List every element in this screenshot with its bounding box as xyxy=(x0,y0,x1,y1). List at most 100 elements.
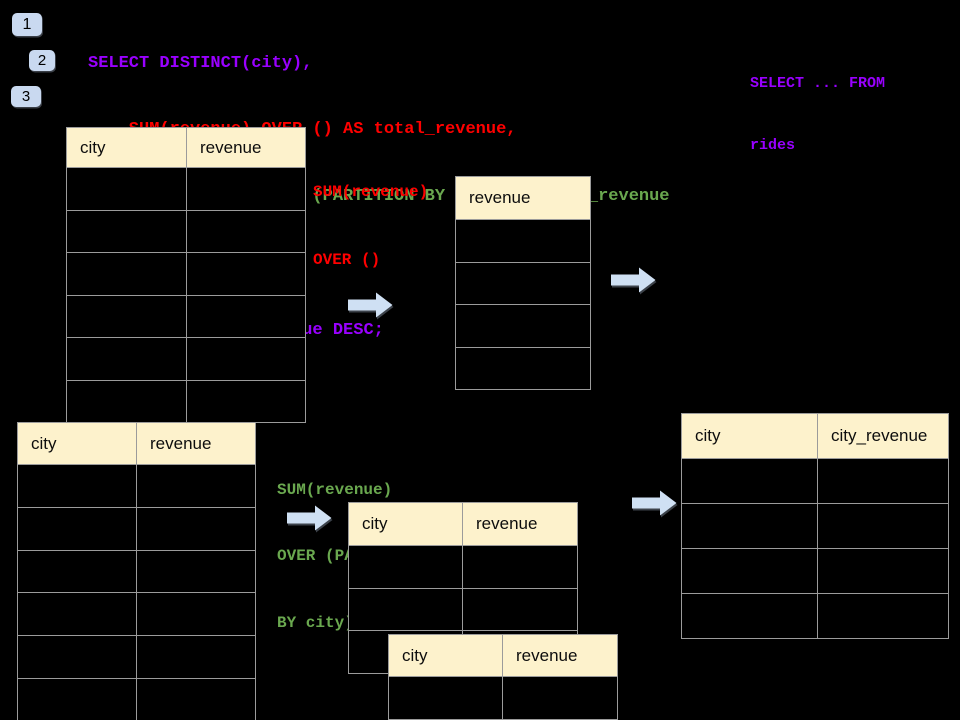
table-cell xyxy=(67,338,187,380)
table-header-row: city revenue xyxy=(18,423,255,464)
table-cell xyxy=(18,465,137,507)
table-cell xyxy=(187,338,305,380)
column-header-revenue: revenue xyxy=(200,137,262,157)
table-cell xyxy=(818,549,948,593)
table-cell xyxy=(18,636,137,678)
table-cell xyxy=(682,549,818,593)
table-cell xyxy=(456,220,590,262)
table-cell xyxy=(818,459,948,503)
column-header-city-revenue: city_revenue xyxy=(831,426,928,445)
table-cell xyxy=(187,253,305,295)
table-row xyxy=(67,379,305,423)
table-header-row: city city_revenue xyxy=(682,414,948,458)
table-cell xyxy=(463,589,577,631)
table-row xyxy=(456,261,590,305)
column-header-revenue: revenue xyxy=(469,188,531,207)
table-partition-front: city revenue xyxy=(388,634,618,720)
sql-line-select: SELECT DISTINCT(city), xyxy=(88,53,313,73)
table-cell xyxy=(137,593,255,635)
table-cell xyxy=(137,679,255,720)
table-row xyxy=(18,464,255,507)
table-cell xyxy=(818,504,948,548)
annotation-line: OVER () xyxy=(313,250,381,269)
table-cell xyxy=(456,263,590,305)
table-header-row: city revenue xyxy=(67,128,305,167)
table-row xyxy=(682,593,948,638)
table-row xyxy=(67,167,305,210)
table-cell xyxy=(682,594,818,638)
table-cell xyxy=(463,546,577,588)
table-cell xyxy=(18,593,137,636)
table-row xyxy=(456,219,590,262)
table-cell xyxy=(187,296,305,338)
column-header-city: city xyxy=(18,423,137,464)
table-source-top: city revenue xyxy=(66,127,306,423)
column-header-city: city xyxy=(67,128,187,167)
table-cell xyxy=(18,550,137,593)
table-cell xyxy=(187,381,305,423)
table-row xyxy=(456,304,590,347)
table-cell xyxy=(67,168,187,210)
table-row xyxy=(67,337,305,380)
step-badge-3: 3 xyxy=(11,86,41,107)
side-note-line-1: SELECT ... FROM xyxy=(750,75,886,92)
table-header-row: city revenue xyxy=(349,503,577,545)
column-header-city: city xyxy=(389,635,503,676)
table-row xyxy=(67,209,305,253)
column-header-city: city xyxy=(682,414,818,458)
side-note-select-from-rides: SELECT ... FROM rides xyxy=(750,33,885,197)
table-cell xyxy=(67,253,187,295)
table-row xyxy=(18,549,255,593)
table-row xyxy=(456,346,590,390)
side-note-line-2: rides xyxy=(750,136,796,154)
table-cell xyxy=(137,465,255,507)
annotation-sum-over-empty: SUM(revenue) OVER () xyxy=(313,136,428,316)
table-row xyxy=(18,506,255,550)
table-result-city-revenue: city city_revenue xyxy=(681,413,949,639)
table-cell xyxy=(67,210,187,252)
table-cell xyxy=(818,594,948,638)
table-cell xyxy=(389,677,503,719)
table-row xyxy=(682,503,948,548)
table-cell xyxy=(456,348,590,390)
column-header-revenue: revenue xyxy=(516,645,578,665)
table-cell xyxy=(18,507,137,550)
table-cell xyxy=(67,295,187,337)
flow-arrow-icon xyxy=(611,267,656,293)
column-header-revenue: revenue xyxy=(476,514,538,533)
column-header-revenue: revenue xyxy=(150,433,212,453)
table-cell xyxy=(137,508,255,550)
table-row xyxy=(18,592,255,636)
table-header-row: revenue xyxy=(456,177,590,219)
table-cell xyxy=(682,459,818,503)
table-cell xyxy=(18,678,137,720)
table-row xyxy=(18,635,255,678)
table-row xyxy=(349,587,577,631)
table-row xyxy=(67,252,305,295)
table-cell xyxy=(456,305,590,347)
table-total-revenue: revenue xyxy=(455,176,591,390)
flow-arrow-icon xyxy=(348,292,393,318)
annotation-line: BY city) xyxy=(277,614,354,633)
table-cell xyxy=(137,551,255,593)
table-row xyxy=(682,458,948,503)
table-cell xyxy=(187,211,305,253)
annotation-line: SUM(revenue) xyxy=(277,480,393,499)
flow-arrow-icon xyxy=(287,505,332,531)
table-row xyxy=(682,548,948,593)
table-cell xyxy=(67,380,187,422)
table-cell xyxy=(137,636,255,678)
table-cell xyxy=(503,677,617,719)
step-badge-2: 2 xyxy=(29,50,55,71)
table-row xyxy=(389,676,617,719)
table-row xyxy=(67,294,305,338)
table-row xyxy=(349,545,577,588)
table-cell xyxy=(349,588,463,630)
table-source-bottom: city revenue xyxy=(17,422,256,720)
table-header-row: city revenue xyxy=(389,635,617,676)
table-row xyxy=(18,677,255,720)
table-cell xyxy=(187,168,305,210)
step-badge-1: 1 xyxy=(12,13,42,36)
annotation-line: SUM(revenue) xyxy=(313,183,429,201)
